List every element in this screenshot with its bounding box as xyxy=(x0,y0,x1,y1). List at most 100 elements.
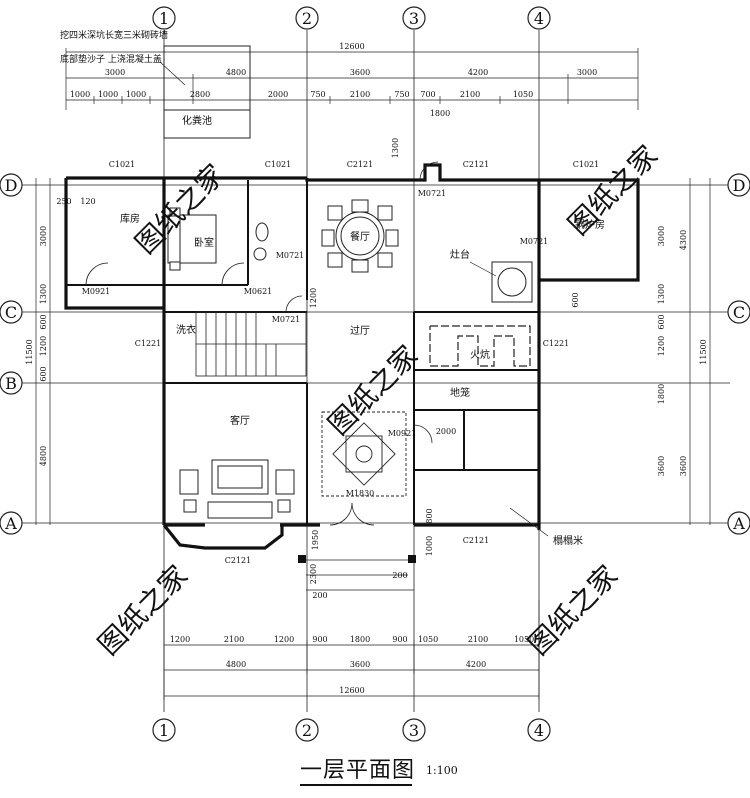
svg-text:挖四米深坑长宽三米砌砖墙: 挖四米深坑长宽三米砌砖墙 xyxy=(60,29,168,41)
axis-3-top xyxy=(402,6,426,30)
dim-right: 600 xyxy=(657,314,666,329)
axis-label: D xyxy=(5,176,18,195)
dim-bottom: 1050 xyxy=(418,635,438,644)
axis-label: B xyxy=(5,374,17,393)
floor-plan: 1 2 3 4 1 2 3 4 D C B A D C A 12600 3000 xyxy=(0,6,750,742)
dim-misc: 2000 xyxy=(436,427,456,436)
axis-a-right xyxy=(727,511,750,535)
dim-left: 600 xyxy=(39,314,48,329)
drawing-title: 一层平面图 xyxy=(300,758,416,783)
door-label: M0921 xyxy=(388,429,417,438)
axis-c-left xyxy=(0,300,23,324)
dim-top: 12600 xyxy=(339,42,364,51)
side-dimension-lines xyxy=(35,178,711,525)
dim-bottom: 900 xyxy=(312,635,327,644)
dim-top: 2800 xyxy=(190,90,210,99)
axis-2-top xyxy=(295,6,319,30)
dim-bottom: 2100 xyxy=(468,635,488,644)
window-label: C1021 xyxy=(573,160,599,169)
dining-table xyxy=(321,199,399,273)
kang xyxy=(429,325,531,367)
interior-walls xyxy=(66,180,539,525)
axis-b-left xyxy=(0,371,23,395)
dim-left: 4800 xyxy=(39,446,48,466)
svg-text:图纸之家: 图纸之家 xyxy=(92,559,195,662)
porch-lines xyxy=(306,559,414,591)
axis-4-top xyxy=(527,6,551,30)
dim-bottom: 2100 xyxy=(224,635,244,644)
window-label: C2121 xyxy=(463,536,489,545)
axis-d-right xyxy=(727,173,750,197)
dim-left: 600 xyxy=(39,366,48,381)
dim-misc: 200 xyxy=(312,591,327,600)
dim-left: 11500 xyxy=(25,339,34,364)
axis-label: 4 xyxy=(534,721,544,740)
dim-top: 750 xyxy=(310,90,325,99)
room-label: 库房 xyxy=(120,212,140,225)
dim-top: 3600 xyxy=(350,68,370,77)
axis-a-left xyxy=(0,511,23,535)
dim-misc: 1200 xyxy=(309,288,318,308)
title-underline xyxy=(300,784,412,786)
porch-columns xyxy=(298,555,416,563)
room-label: 客厅 xyxy=(230,414,250,427)
svg-text:图纸之家: 图纸之家 xyxy=(522,559,625,662)
dim-misc: 1000 xyxy=(425,536,434,556)
dim-top: 1050 xyxy=(513,90,533,99)
axis-label: 3 xyxy=(409,9,419,28)
room-label: 地笼 xyxy=(450,386,470,399)
axis-label: 4 xyxy=(534,9,544,28)
dim-misc: 2300 xyxy=(309,564,318,584)
window-label: C1021 xyxy=(109,160,135,169)
axis-1-bottom xyxy=(152,718,176,742)
dim-right: 11500 xyxy=(699,339,708,364)
svg-text:图纸之家: 图纸之家 xyxy=(322,339,425,442)
dim-bottom: 900 xyxy=(392,635,407,644)
svg-text:图纸之家: 图纸之家 xyxy=(562,139,665,242)
axis-label: D xyxy=(733,176,746,195)
dim-right: 1300 xyxy=(657,284,666,304)
axis-1-top xyxy=(152,6,176,30)
dim-bottom: 3600 xyxy=(350,660,370,669)
dim-right: 4300 xyxy=(679,230,688,250)
axis-label: 2 xyxy=(302,721,312,740)
axis-2-bottom xyxy=(295,718,319,742)
axis-label: 2 xyxy=(302,9,312,28)
dim-top: 700 xyxy=(420,90,435,99)
room-label: 餐厅 xyxy=(350,230,370,243)
dim-top: 2100 xyxy=(460,90,480,99)
leader-line xyxy=(509,507,549,537)
axis-label: A xyxy=(732,514,745,533)
leader-line xyxy=(469,261,497,277)
room-label: 过厅 xyxy=(350,324,370,337)
dim-right: 1200 xyxy=(657,336,666,356)
room-label: 火炕 xyxy=(470,348,490,361)
axis-d-left xyxy=(0,173,23,197)
staircase xyxy=(195,311,307,377)
dim-bottom: 4200 xyxy=(466,660,486,669)
septic-tank xyxy=(163,45,251,139)
dim-misc: 250 xyxy=(56,197,71,206)
axis-4-bottom xyxy=(527,718,551,742)
sofa-set xyxy=(179,459,295,519)
dim-misc: 800 xyxy=(425,508,434,523)
dim-bottom: 1200 xyxy=(170,635,190,644)
dim-misc: 1300 xyxy=(391,138,400,158)
door-label: M0721 xyxy=(276,251,305,260)
dim-top: 4800 xyxy=(226,68,246,77)
room-label: 灶台 xyxy=(450,248,470,261)
svg-text:底部垫沙子 上浇混凝土盖: 底部垫沙子 上浇混凝土盖 xyxy=(60,53,162,65)
dim-top: 1000 xyxy=(126,90,146,99)
window-label: C1221 xyxy=(135,339,161,348)
dim-right: 3600 xyxy=(657,456,666,476)
dim-misc: 200 xyxy=(392,571,407,580)
axis-3-bottom xyxy=(402,718,426,742)
door-label: M0921 xyxy=(82,287,111,296)
dim-bottom: 1200 xyxy=(274,635,294,644)
room-label: 化粪池 xyxy=(182,114,212,127)
dim-right: 1800 xyxy=(657,384,666,404)
door-label: M0721 xyxy=(418,189,447,198)
dim-misc: 1950 xyxy=(311,530,320,550)
dim-bottom: 1800 xyxy=(350,635,370,644)
dim-top: 2100 xyxy=(350,90,370,99)
